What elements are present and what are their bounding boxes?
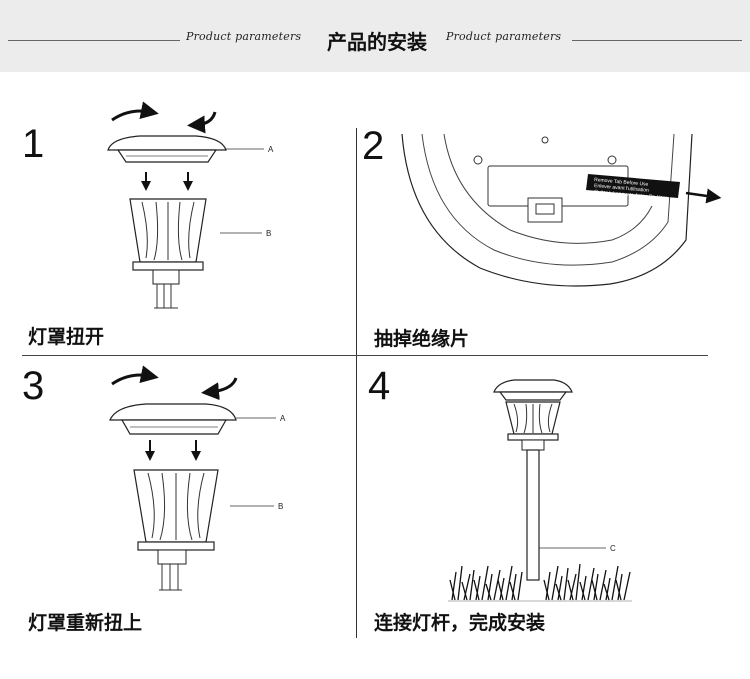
step-2-illustration: Remove Tab Before Use Enlever avant l'ut…: [401, 133, 722, 287]
step-1-caption: 灯罩扭开: [28, 326, 105, 348]
down-arrow-icon: [145, 440, 201, 461]
page-title: 产品的安装: [327, 30, 427, 54]
step-2-number: 2: [362, 124, 385, 168]
header-banner: Product parameters 产品的安装 Product paramet…: [0, 0, 750, 72]
rotate-arrow-icon: [111, 101, 217, 134]
header-rule-right: [572, 40, 742, 41]
label-c: C: [610, 544, 616, 553]
label-b: B: [278, 502, 283, 511]
lamp-body-b: [133, 469, 219, 591]
assembled-lamp: [493, 379, 573, 581]
down-arrow-icon: [141, 172, 193, 191]
step-4-caption: 连接灯杆，完成安装: [374, 612, 546, 634]
lamp-cap-a: [109, 403, 237, 435]
step-2-caption: 抽掉绝缘片: [374, 328, 470, 350]
grid-divider-horizontal: [22, 355, 708, 356]
step-1-illustration: A B: [107, 101, 274, 309]
strip-line-2: Enlever avant l'utilisation: [594, 183, 649, 194]
insulation-tab[interactable]: Remove Tab Before Use Enlever avant l'ut…: [586, 174, 680, 201]
rotate-arrow-icon: [111, 365, 238, 401]
battery-housing: [401, 133, 693, 287]
step-3-caption: 灯罩重新扭上: [28, 612, 143, 634]
step-3-number: 3: [22, 364, 45, 408]
header-script-right: Product parameters: [446, 30, 562, 43]
label-b: B: [266, 229, 271, 238]
grid-divider-vertical: [356, 128, 357, 638]
strip-line-1: Remove Tab Before Use: [594, 177, 649, 188]
header-script-left: Product parameters: [186, 30, 302, 43]
pull-arrow-icon: [685, 188, 722, 204]
label-a: A: [280, 414, 286, 423]
step-4-illustration: C: [448, 379, 632, 602]
header-rule-left: [8, 40, 180, 41]
lamp-cap-a: [107, 135, 227, 163]
label-a: A: [268, 145, 274, 154]
step-4-number: 4: [368, 364, 391, 408]
lamp-body-b: [129, 198, 207, 309]
grass-ground: [448, 563, 632, 602]
step-3-illustration: A B: [109, 365, 286, 591]
step-1-number: 1: [22, 122, 45, 166]
